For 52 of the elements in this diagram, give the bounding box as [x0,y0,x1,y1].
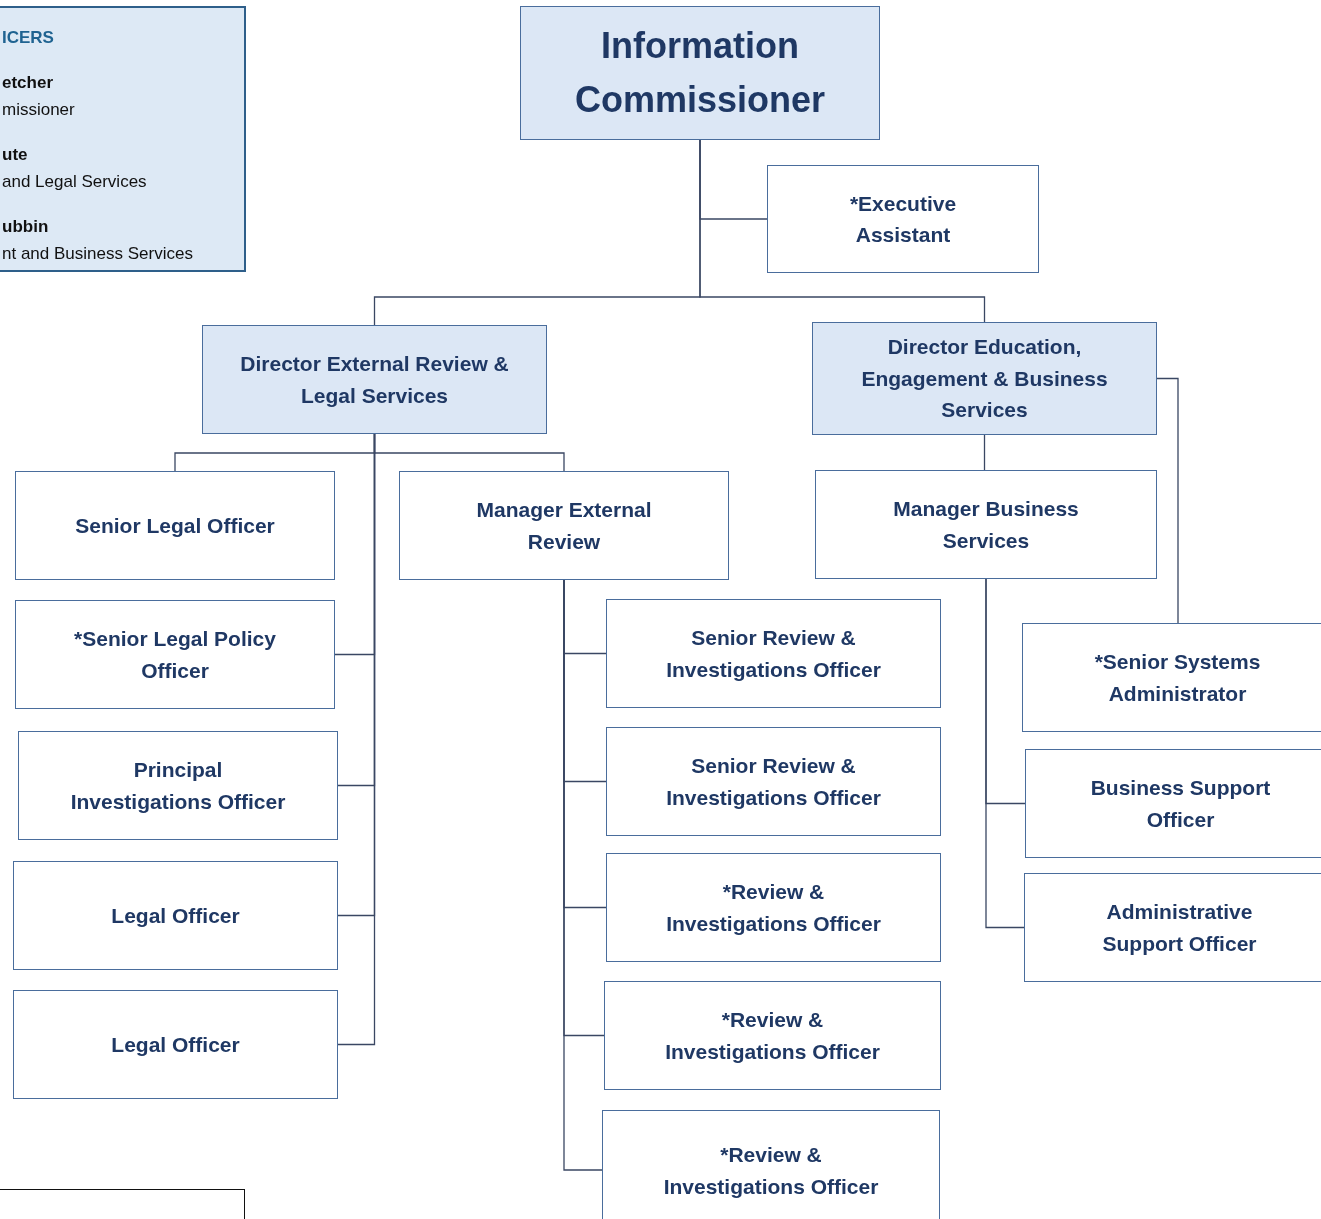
position-title: *Review & Investigations Officer [665,879,882,937]
position-box [520,6,880,140]
connector-line [985,578,1025,929]
position-title: Legal Officer [111,902,240,929]
position-box [602,1110,940,1219]
connector-line [699,139,986,323]
position-title: Manager Business Services [892,496,1080,554]
position-box [1024,873,1321,982]
position-title: *Review & Investigations Officer [664,1007,881,1065]
empty-box [0,1189,245,1219]
connector-line [1156,377,1179,624]
position-box [1022,623,1321,732]
officer-name: etcher [2,72,54,94]
officer-name: ute [2,144,28,166]
position-title: Senior Review & Investigations Officer [665,625,882,683]
position-title: Director Education, Engagement & Business Services [860,334,1109,424]
position-box [767,165,1039,273]
position-box [15,471,335,580]
position-box [13,861,338,970]
officer-title: and Legal Services [2,171,147,193]
position-title: Legal Officer [111,1031,240,1058]
position-title: *Senior Systems Administrator [1093,649,1262,707]
officer-name: ubbin [2,216,49,238]
officer-title: nt and Business Services [2,243,193,265]
position-title: Business Support Officer [1089,775,1272,833]
panel-heading: ICERS [2,27,54,49]
position-box [812,322,1157,435]
officer-title: missioner [2,99,75,121]
connector-line [337,433,376,1046]
position-box [15,600,335,709]
position-title: Senior Review & Investigations Officer [665,753,882,811]
position-box [606,599,941,708]
position-box [202,325,547,434]
position-box [606,727,941,836]
position-title: *Review & Investigations Officer [662,1142,880,1200]
position-title: Principal Investigations Officer [69,757,287,815]
position-title: *Executive Assistant [848,190,958,248]
position-box [815,470,1157,579]
position-title: *Senior Legal Policy Officer [73,626,277,684]
position-title: Senior Legal Officer [75,512,275,539]
position-box [18,731,338,840]
position-box [604,981,941,1090]
position-title: Administrative Support Officer [1101,899,1258,957]
position-box [1025,749,1321,858]
position-title: Manager External Review [475,497,653,555]
position-box [13,990,338,1099]
position-box [606,853,941,962]
officers-panel [0,6,246,272]
position-title: Information Commissioner [573,24,827,122]
position-box [399,471,729,580]
connector-line [983,434,986,471]
position-title: Director External Review & Legal Services [239,351,510,409]
